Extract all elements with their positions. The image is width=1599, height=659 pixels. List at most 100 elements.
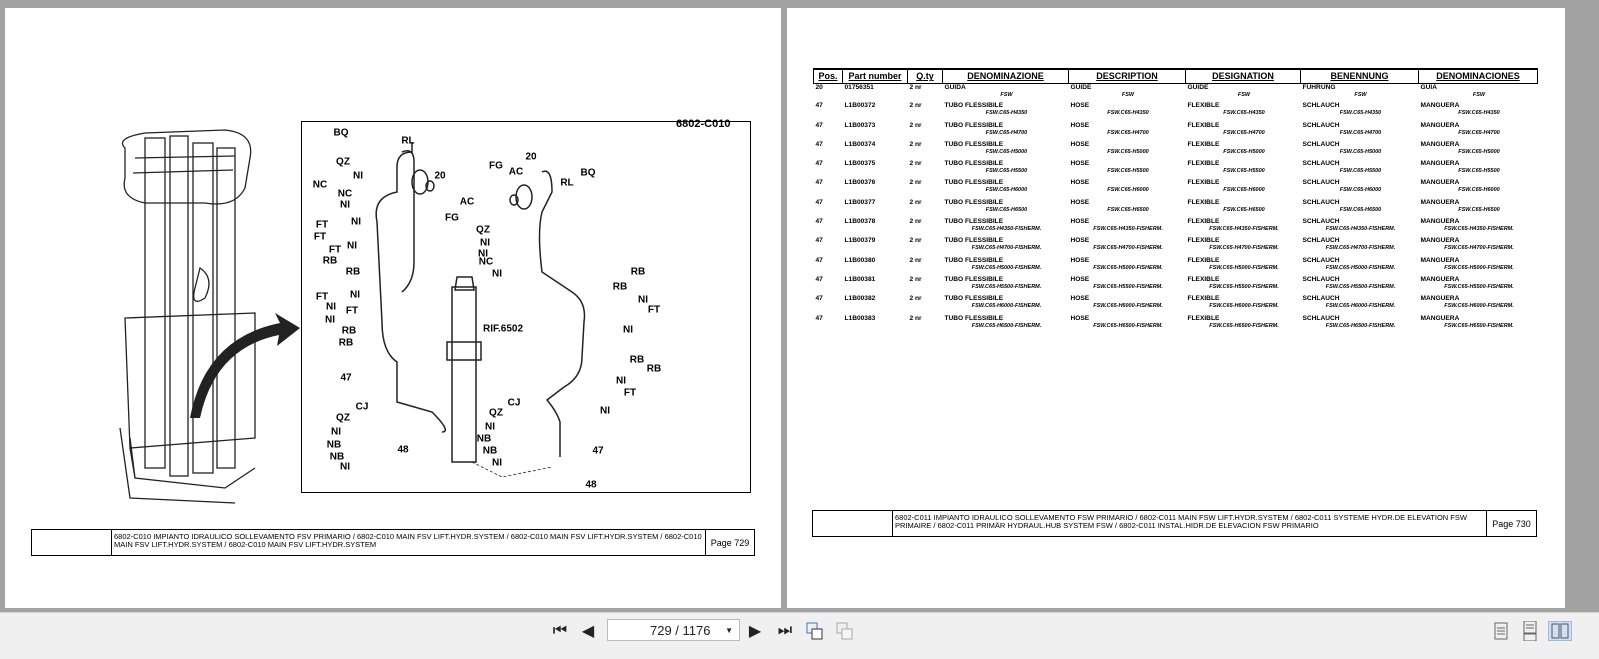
diagram-callout: FT: [313, 231, 327, 243]
cell-text: TUBO FLESSIBILE: [944, 314, 1004, 322]
rotate-back-button[interactable]: [804, 621, 826, 641]
variant-note: FSW: [1121, 91, 1135, 98]
cell-text: L1B00374: [844, 140, 876, 148]
parts-table: Pos. Part number Q.ty DENOMINAZIONE DESC…: [813, 68, 1538, 334]
diagram-callout: FT: [328, 244, 342, 256]
cell-text: L1B00381: [844, 275, 876, 283]
cell-text: MANGUERA: [1420, 102, 1460, 110]
variant-note: FSW.C65-H5500: [1223, 168, 1265, 175]
cell-text: 2 nr: [909, 275, 922, 283]
cell-text: TUBO FLESSIBILE: [944, 256, 1004, 264]
cell-text: TUBO FLESSIBILE: [944, 102, 1004, 110]
cell-text: 2 nr: [909, 314, 922, 322]
cell-pos: 47: [814, 160, 843, 179]
variant-note: FSW.C65-H5500-FISHERM.: [1093, 283, 1163, 290]
cell-pos: 47: [814, 218, 843, 237]
single-page-icon: [1494, 622, 1508, 640]
diagram-callout: NI: [492, 457, 502, 469]
cell-text: FLEXIBLE: [1187, 102, 1220, 110]
caret-down-icon: ▼: [725, 625, 733, 635]
diagram-callout: 47: [340, 372, 352, 384]
page-number: Page 729: [710, 537, 750, 548]
cell-text: 2 nr: [909, 237, 922, 245]
cell-text: 47: [815, 140, 823, 148]
variant-note: FSW: [1237, 91, 1251, 98]
continuous-page-icon: [1523, 621, 1537, 641]
cell-text: FLEXIBLE: [1187, 237, 1220, 245]
cell-text: FLEXIBLE: [1187, 256, 1220, 264]
cell-text: GUIDE: [1187, 83, 1209, 91]
last-page-button[interactable]: ⏭: [775, 621, 795, 641]
cell-pos: 47: [814, 295, 843, 314]
variant-note: FSW.C65-H5500: [985, 168, 1028, 175]
variant-note: FSW.C65-H5000: [1339, 148, 1382, 155]
cell-text: 2 nr: [909, 179, 922, 187]
first-page-button[interactable]: ⏮: [550, 621, 570, 641]
col-denominazione: DENOMINAZIONE: [942, 68, 1069, 84]
diagram-callout: NI: [480, 237, 490, 249]
cell-part: L1B00380: [843, 257, 908, 276]
cell-text: 47: [815, 198, 823, 206]
cell-qty: 2 nr: [908, 257, 943, 276]
variant-note: FSW.C65-H4350-FISHERM.: [1209, 226, 1279, 233]
page-footer-left: 6802-C010 IMPIANTO IDRAULICO SOLLEVAMENT…: [31, 529, 755, 556]
continuous-view-button[interactable]: [1520, 621, 1540, 641]
diagram-callout: NI: [347, 240, 357, 252]
diagram-callout: NI: [340, 461, 350, 473]
diagram-callout: NI: [340, 199, 350, 211]
diagram-callout: RB: [338, 337, 354, 349]
next-page-button[interactable]: ▶: [747, 621, 763, 641]
rotate-forward-button[interactable]: [834, 621, 856, 641]
diagram-callout: NI: [325, 314, 335, 326]
col-description: DESCRIPTION: [1068, 68, 1186, 84]
cell-text: SCHLAUCH: [1302, 218, 1340, 226]
cell-pos: 47: [814, 179, 843, 198]
cell-text: 2 nr: [909, 295, 922, 303]
diagram-callout: NI: [492, 268, 502, 280]
variant-note: FSW.C65-H6500: [1107, 206, 1149, 213]
variant-note: FSW.C65-H4350-FISHERM.: [1325, 226, 1396, 233]
two-page-icon: [1551, 623, 1569, 639]
page-number-select[interactable]: 729 / 1176 ▼: [607, 619, 740, 641]
previous-page-button[interactable]: ◀: [580, 621, 596, 641]
cell-text: HOSE: [1070, 314, 1090, 322]
diagram-callout: NB: [482, 445, 498, 457]
cell-text: FLEXIBLE: [1187, 314, 1220, 322]
diagram-callout: NI: [616, 375, 626, 387]
diagram-callout: QZ: [336, 156, 350, 168]
variant-note: FSW.C65-H4700-FISHERM.: [1209, 245, 1279, 252]
diagram-callout: CJ: [507, 397, 521, 409]
cell-text: 2 nr: [909, 121, 922, 129]
variant-note: FSW: [1472, 91, 1486, 98]
cell-pos: 47: [814, 199, 843, 218]
rotate-back-icon: [806, 622, 823, 640]
cell-text: SCHLAUCH: [1302, 314, 1340, 322]
diagram-callout: RL: [401, 135, 415, 147]
single-page-view-button[interactable]: [1491, 621, 1511, 641]
cell-text: FLEXIBLE: [1187, 179, 1220, 187]
two-page-view-button[interactable]: [1548, 621, 1572, 641]
cell-qty: 2 nr: [908, 83, 943, 102]
cell-text: SCHLAUCH: [1302, 121, 1340, 129]
pdf-viewer-toolbar: ⏮ ◀ 729 / 1176 ▼ ▶ ⏭: [0, 612, 1599, 659]
variant-note: FSW: [1354, 91, 1367, 98]
col-qty: Q.ty: [907, 68, 943, 84]
cell-qty: 2 nr: [908, 199, 943, 218]
diagram-callout: NI: [326, 301, 336, 313]
